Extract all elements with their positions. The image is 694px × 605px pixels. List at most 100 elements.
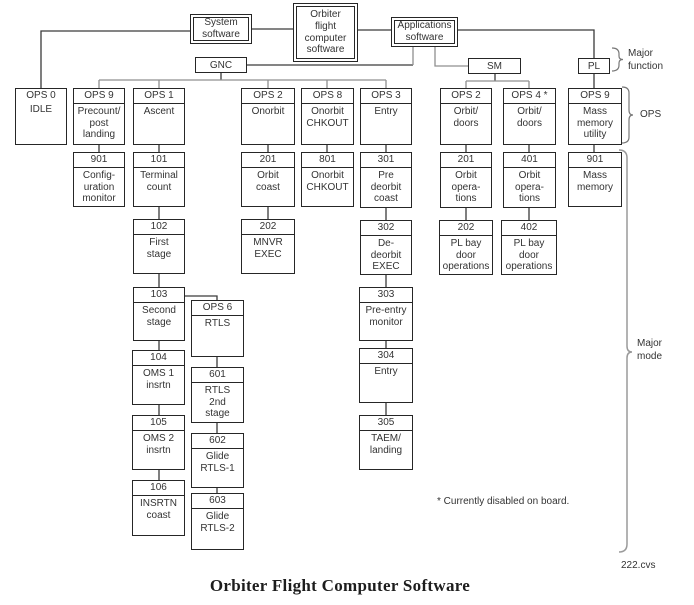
node-pl: PL <box>578 58 610 74</box>
node-title: OPS 6 <box>192 301 243 316</box>
node-body: Terminal count <box>140 169 178 193</box>
file-label: 222.cvs <box>621 560 656 571</box>
node-title: 302 <box>361 221 411 236</box>
node-301: 301 Pre deorbit coast <box>360 152 412 208</box>
node-201-sm: 201 Orbit opera- tions <box>440 152 492 208</box>
bus-lines <box>98 47 530 88</box>
node-ops2-sm: OPS 2 Orbit/ doors <box>440 88 492 145</box>
node-ops4-sm: OPS 4 * Orbit/ doors <box>503 88 556 145</box>
node-title: 301 <box>361 153 411 168</box>
node-201-gnc: 201 Orbit coast <box>241 152 295 207</box>
brace-ops <box>621 86 634 144</box>
node-body: Entry <box>374 365 398 377</box>
node-body: De- deorbit EXEC <box>370 237 402 273</box>
node-102: 102 First stage <box>133 219 185 274</box>
node-ops3: OPS 3 Entry <box>360 88 412 145</box>
label-ops: OPS <box>640 109 662 120</box>
node-402: 402 PL bay door operations <box>501 220 557 275</box>
node-body: Orbit opera- tions <box>451 169 481 205</box>
node-title: 101 <box>134 153 184 168</box>
node-body: First stage <box>146 236 172 260</box>
node-801: 801 Onorbit CHKOUT <box>301 152 354 207</box>
node-ops8: OPS 8 Onorbit CHKOUT <box>301 88 354 145</box>
node-body: OMS 2 insrtn <box>142 432 175 456</box>
node-title: 102 <box>134 220 184 235</box>
node-applications-software-label: Applications software <box>394 20 455 44</box>
node-104: 104 OMS 1 insrtn <box>132 350 185 405</box>
node-401: 401 Orbit opera- tions <box>503 152 556 208</box>
node-system-software: System software <box>190 14 252 44</box>
node-title: OPS 3 <box>361 89 411 104</box>
node-304: 304 Entry <box>359 348 413 403</box>
node-body: Second stage <box>142 304 176 328</box>
brace-major-mode <box>618 149 633 553</box>
node-title: 801 <box>302 153 353 168</box>
node-title: 201 <box>242 153 294 168</box>
node-body: Orbit coast <box>256 169 280 193</box>
node-sm: SM <box>468 58 521 74</box>
node-title: 106 <box>133 481 184 496</box>
node-body: Onorbit <box>251 105 285 117</box>
node-body: Mass memory <box>576 169 614 193</box>
node-title: OPS 9 <box>74 89 124 104</box>
node-title: 104 <box>133 351 184 366</box>
node-title: 603 <box>192 494 243 509</box>
node-body: Pre-entry monitor <box>365 304 407 328</box>
node-body: Onorbit CHKOUT <box>306 169 349 193</box>
node-303: 303 Pre-entry monitor <box>359 287 413 341</box>
node-title: OPS 0 <box>26 90 56 101</box>
diagram-caption: Orbiter Flight Computer Software <box>209 576 471 595</box>
node-body: Orbit/ doors <box>453 105 479 129</box>
node-901-gnc: 901 Config- uration monitor <box>73 152 125 207</box>
node-title: 901 <box>74 153 124 168</box>
node-body: MNVR EXEC <box>253 236 283 260</box>
node-body: PL bay door operations <box>442 237 490 273</box>
node-ops1: OPS 1 Ascent <box>133 88 185 145</box>
node-body: Orbit/ doors <box>516 105 542 129</box>
node-body: PL bay door operations <box>505 237 553 273</box>
brace-major-function <box>611 47 624 72</box>
node-body: Precount/ post landing <box>77 105 121 141</box>
node-body: IDLE <box>29 103 53 115</box>
node-ops9-gnc: OPS 9 Precount/ post landing <box>73 88 125 145</box>
node-applications-software: Applications software <box>391 17 458 47</box>
node-body: Onorbit CHKOUT <box>306 105 349 129</box>
node-title: 303 <box>360 288 412 303</box>
node-body: Entry <box>374 105 398 117</box>
node-title: 304 <box>360 349 412 364</box>
node-root-label: Orbiter flight computer software <box>296 6 355 59</box>
node-901-pl: 901 Mass memory <box>568 152 622 207</box>
node-body: OMS 1 insrtn <box>142 367 175 391</box>
node-body: Mass memory utility <box>576 105 614 141</box>
node-body: TAEM/ landing <box>369 432 403 456</box>
node-title: OPS 1 <box>134 89 184 104</box>
connector-lines <box>40 28 595 493</box>
node-body: INSRTN coast <box>139 497 178 521</box>
node-101: 101 Terminal count <box>133 152 185 207</box>
node-title: OPS 2 <box>441 89 491 104</box>
node-title: 601 <box>192 368 243 383</box>
node-601: 601 RTLS 2nd stage <box>191 367 244 423</box>
node-title: 305 <box>360 416 412 431</box>
node-title: 401 <box>504 153 555 168</box>
node-603: 603 Glide RTLS-2 <box>191 493 244 550</box>
node-body: Glide RTLS-2 <box>200 510 235 534</box>
node-ops0: OPS 0 IDLE <box>15 88 67 145</box>
node-ops9-pl: OPS 9 Mass memory utility <box>568 88 622 145</box>
node-ops2-gnc: OPS 2 Onorbit <box>241 88 295 145</box>
node-title: OPS 9 <box>569 89 621 104</box>
node-title: 901 <box>569 153 621 168</box>
node-body: Ascent <box>143 105 175 117</box>
node-202-gnc: 202 MNVR EXEC <box>241 219 295 274</box>
node-106: 106 INSRTN coast <box>132 480 185 536</box>
node-305: 305 TAEM/ landing <box>359 415 413 470</box>
node-body: Glide RTLS-1 <box>200 450 235 474</box>
node-302: 302 De- deorbit EXEC <box>360 220 412 275</box>
node-body: Config- uration monitor <box>82 169 116 205</box>
node-system-software-label: System software <box>193 17 249 41</box>
node-title: OPS 4 * <box>504 89 555 104</box>
node-602: 602 Glide RTLS-1 <box>191 433 244 488</box>
node-body: Orbit opera- tions <box>515 169 544 205</box>
